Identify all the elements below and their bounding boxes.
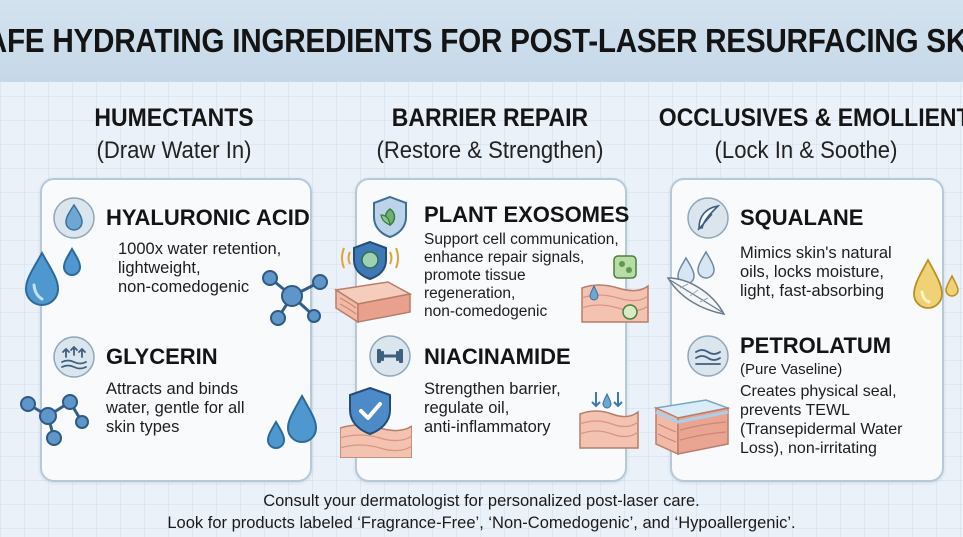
ingredient-name-hyaluronic-acid: HYALURONIC ACID bbox=[106, 205, 310, 230]
sealed-skin-icon bbox=[653, 399, 731, 456]
column-title: OCCLUSIVES & EMOLLIENTS bbox=[658, 104, 963, 132]
molecule-icon bbox=[262, 270, 328, 326]
moisture-arrows-icon bbox=[53, 336, 95, 378]
ingredient-description-petrolatum: Creates physical seal, prevents TEWL (Tr… bbox=[740, 383, 903, 457]
oil-droplets-icon bbox=[913, 258, 959, 309]
ingredient-name-plant-exosomes: PLANT EXOSOMES bbox=[424, 202, 630, 227]
molecule-icon bbox=[20, 394, 89, 446]
footer-line: Consult your dermatologist for personali… bbox=[263, 492, 700, 510]
column-subtitle: (Restore & Strengthen) bbox=[376, 137, 604, 164]
footer-line: Look for products labeled ‘Fragrance-Fre… bbox=[167, 514, 796, 532]
ingredient-name-niacinamide: NIACINAMIDE bbox=[424, 344, 571, 369]
column-heading-humectants: HUMECTANTS (Draw Water In) bbox=[14, 104, 334, 165]
skin-layer-icon bbox=[579, 392, 639, 449]
ingredient-description-hyaluronic-acid: 1000x water retention, lightweight, non-… bbox=[118, 240, 282, 296]
seal-layer-icon bbox=[687, 335, 729, 377]
ingredient-name-petrolatum: PETROLATUM bbox=[740, 333, 892, 358]
column-heading-barrier-repair: BARRIER REPAIR (Restore & Strengthen) bbox=[330, 104, 650, 165]
column-subtitle: (Draw Water In) bbox=[96, 137, 252, 164]
column-title: BARRIER REPAIR bbox=[391, 104, 589, 132]
water-droplets-icon bbox=[266, 393, 318, 449]
feather-droplets-icon bbox=[666, 250, 726, 316]
ingredient-description-plant-exosomes: Support cell communication, enhance repa… bbox=[424, 231, 619, 320]
column-heading-occlusives: OCCLUSIVES & EMOLLIENTS (Lock In & Sooth… bbox=[646, 104, 963, 165]
water-droplets-icon bbox=[24, 247, 82, 306]
ingredient-description-niacinamide: Strengthen barrier, regulate oil, anti-i… bbox=[424, 380, 561, 436]
column-title: HUMECTANTS bbox=[94, 104, 254, 132]
water-drop-icon bbox=[53, 197, 95, 239]
ingredient-description-glycerin: Attracts and binds water, gentle for all… bbox=[106, 380, 245, 436]
leaf-shield-icon bbox=[373, 195, 407, 239]
ingredient-name-squalane: SQUALANE bbox=[740, 205, 864, 230]
ingredient-subname-petrolatum: (Pure Vaseline) bbox=[740, 361, 843, 378]
skin-cell-icon bbox=[581, 255, 649, 323]
title-bar: SAFE HYDRATING INGREDIENTS FOR POST-LASE… bbox=[0, 0, 963, 82]
feather-icon bbox=[687, 197, 729, 239]
skin-shield-icon bbox=[333, 240, 413, 324]
dumbbell-icon bbox=[369, 335, 411, 377]
check-shield-icon bbox=[340, 386, 412, 458]
ingredient-description-squalane: Mimics skin's natural oils, locks moistu… bbox=[740, 244, 892, 300]
footer-note: Consult your dermatologist for personali… bbox=[0, 490, 963, 534]
column-subtitle: (Lock In & Soothe) bbox=[714, 137, 898, 164]
page-title: SAFE HYDRATING INGREDIENTS FOR POST-LASE… bbox=[0, 22, 963, 59]
ingredient-name-glycerin: GLYCERIN bbox=[106, 344, 218, 369]
